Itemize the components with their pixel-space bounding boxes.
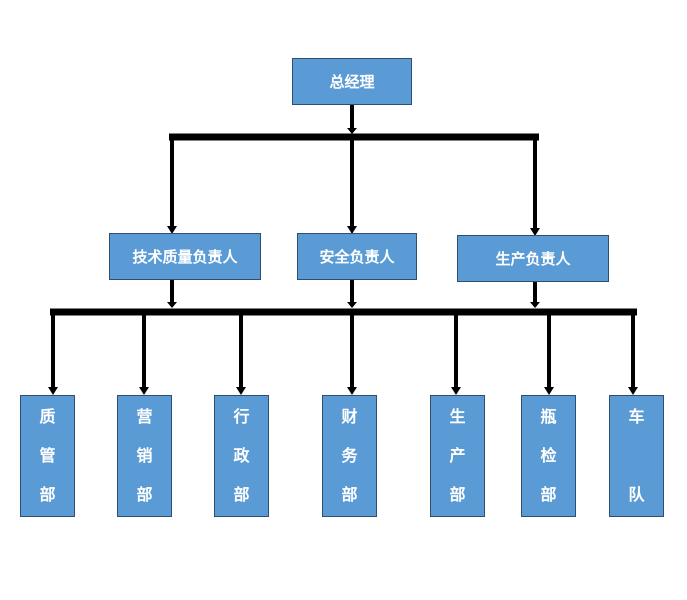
node-manager-production: 生产负责人 <box>457 235 609 282</box>
dept-char: 部 <box>39 485 56 504</box>
dept-char: 瓶 <box>540 407 557 426</box>
node-manager-label: 技术质量负责人 <box>132 248 238 266</box>
dept-char: 产 <box>449 446 466 465</box>
arrowhead-manager-2-bus <box>347 302 357 308</box>
dept-char: 部 <box>540 485 557 504</box>
node-dept-finance: 财 务 部 <box>322 395 377 517</box>
node-manager-label: 安全负责人 <box>319 248 395 266</box>
dept-vertical-label: 营 销 部 <box>136 408 152 504</box>
arrowhead-dept-7 <box>628 387 638 395</box>
arrowhead-dept-5 <box>451 387 461 395</box>
dept-char: 检 <box>540 446 557 465</box>
node-dept-fleet: 车 队 <box>609 395 664 517</box>
arrowhead-dept-4 <box>347 387 357 395</box>
dept-char: 队 <box>628 485 645 504</box>
arrowhead-manager-1 <box>167 226 177 234</box>
dept-char: 务 <box>341 446 358 465</box>
dept-char: 车 <box>628 407 645 426</box>
dept-char: 销 <box>136 446 153 465</box>
dept-char: 政 <box>233 446 250 465</box>
dept-char: 财 <box>341 407 358 426</box>
node-manager-label: 生产负责人 <box>495 250 571 268</box>
node-dept-bottle-inspection: 瓶 检 部 <box>521 395 576 517</box>
arrowhead-dept-2 <box>139 387 149 395</box>
dept-vertical-label: 财 务 部 <box>341 408 357 504</box>
dept-vertical-label: 质 管 部 <box>39 408 55 504</box>
node-dept-administration: 行 政 部 <box>214 395 269 517</box>
dept-char: 部 <box>233 485 250 504</box>
dept-char: 部 <box>341 485 358 504</box>
node-manager-tech-quality: 技术质量负责人 <box>109 233 261 280</box>
dept-vertical-label: 行 政 部 <box>233 408 249 504</box>
node-dept-quality: 质 管 部 <box>20 395 75 517</box>
dept-char: 管 <box>39 446 56 465</box>
node-manager-safety: 安全负责人 <box>297 233 417 280</box>
node-general-manager-label: 总经理 <box>329 73 375 91</box>
node-general-manager: 总经理 <box>292 58 412 105</box>
node-dept-production: 生 产 部 <box>430 395 485 517</box>
dept-char: 行 <box>233 407 250 426</box>
dept-char: 部 <box>136 485 153 504</box>
dept-vertical-label: 瓶 检 部 <box>540 408 556 504</box>
arrowhead-manager-3-bus <box>530 302 540 308</box>
dept-vertical-label: 生 产 部 <box>449 408 465 504</box>
arrowhead-dept-3 <box>236 387 246 395</box>
node-dept-marketing: 营 销 部 <box>117 395 172 517</box>
dept-char: 质 <box>39 407 56 426</box>
dept-char: 营 <box>136 407 153 426</box>
arrowhead-root-bus <box>347 128 357 134</box>
dept-char: 部 <box>449 485 466 504</box>
arrowhead-manager-2 <box>347 226 357 234</box>
arrowhead-manager-3 <box>530 228 540 236</box>
dept-vertical-label: 车 队 <box>628 408 644 504</box>
arrowhead-dept-6 <box>544 387 554 395</box>
arrowhead-manager-1-bus <box>167 302 177 308</box>
dept-char: 生 <box>449 407 466 426</box>
arrowhead-dept-1 <box>48 387 58 395</box>
